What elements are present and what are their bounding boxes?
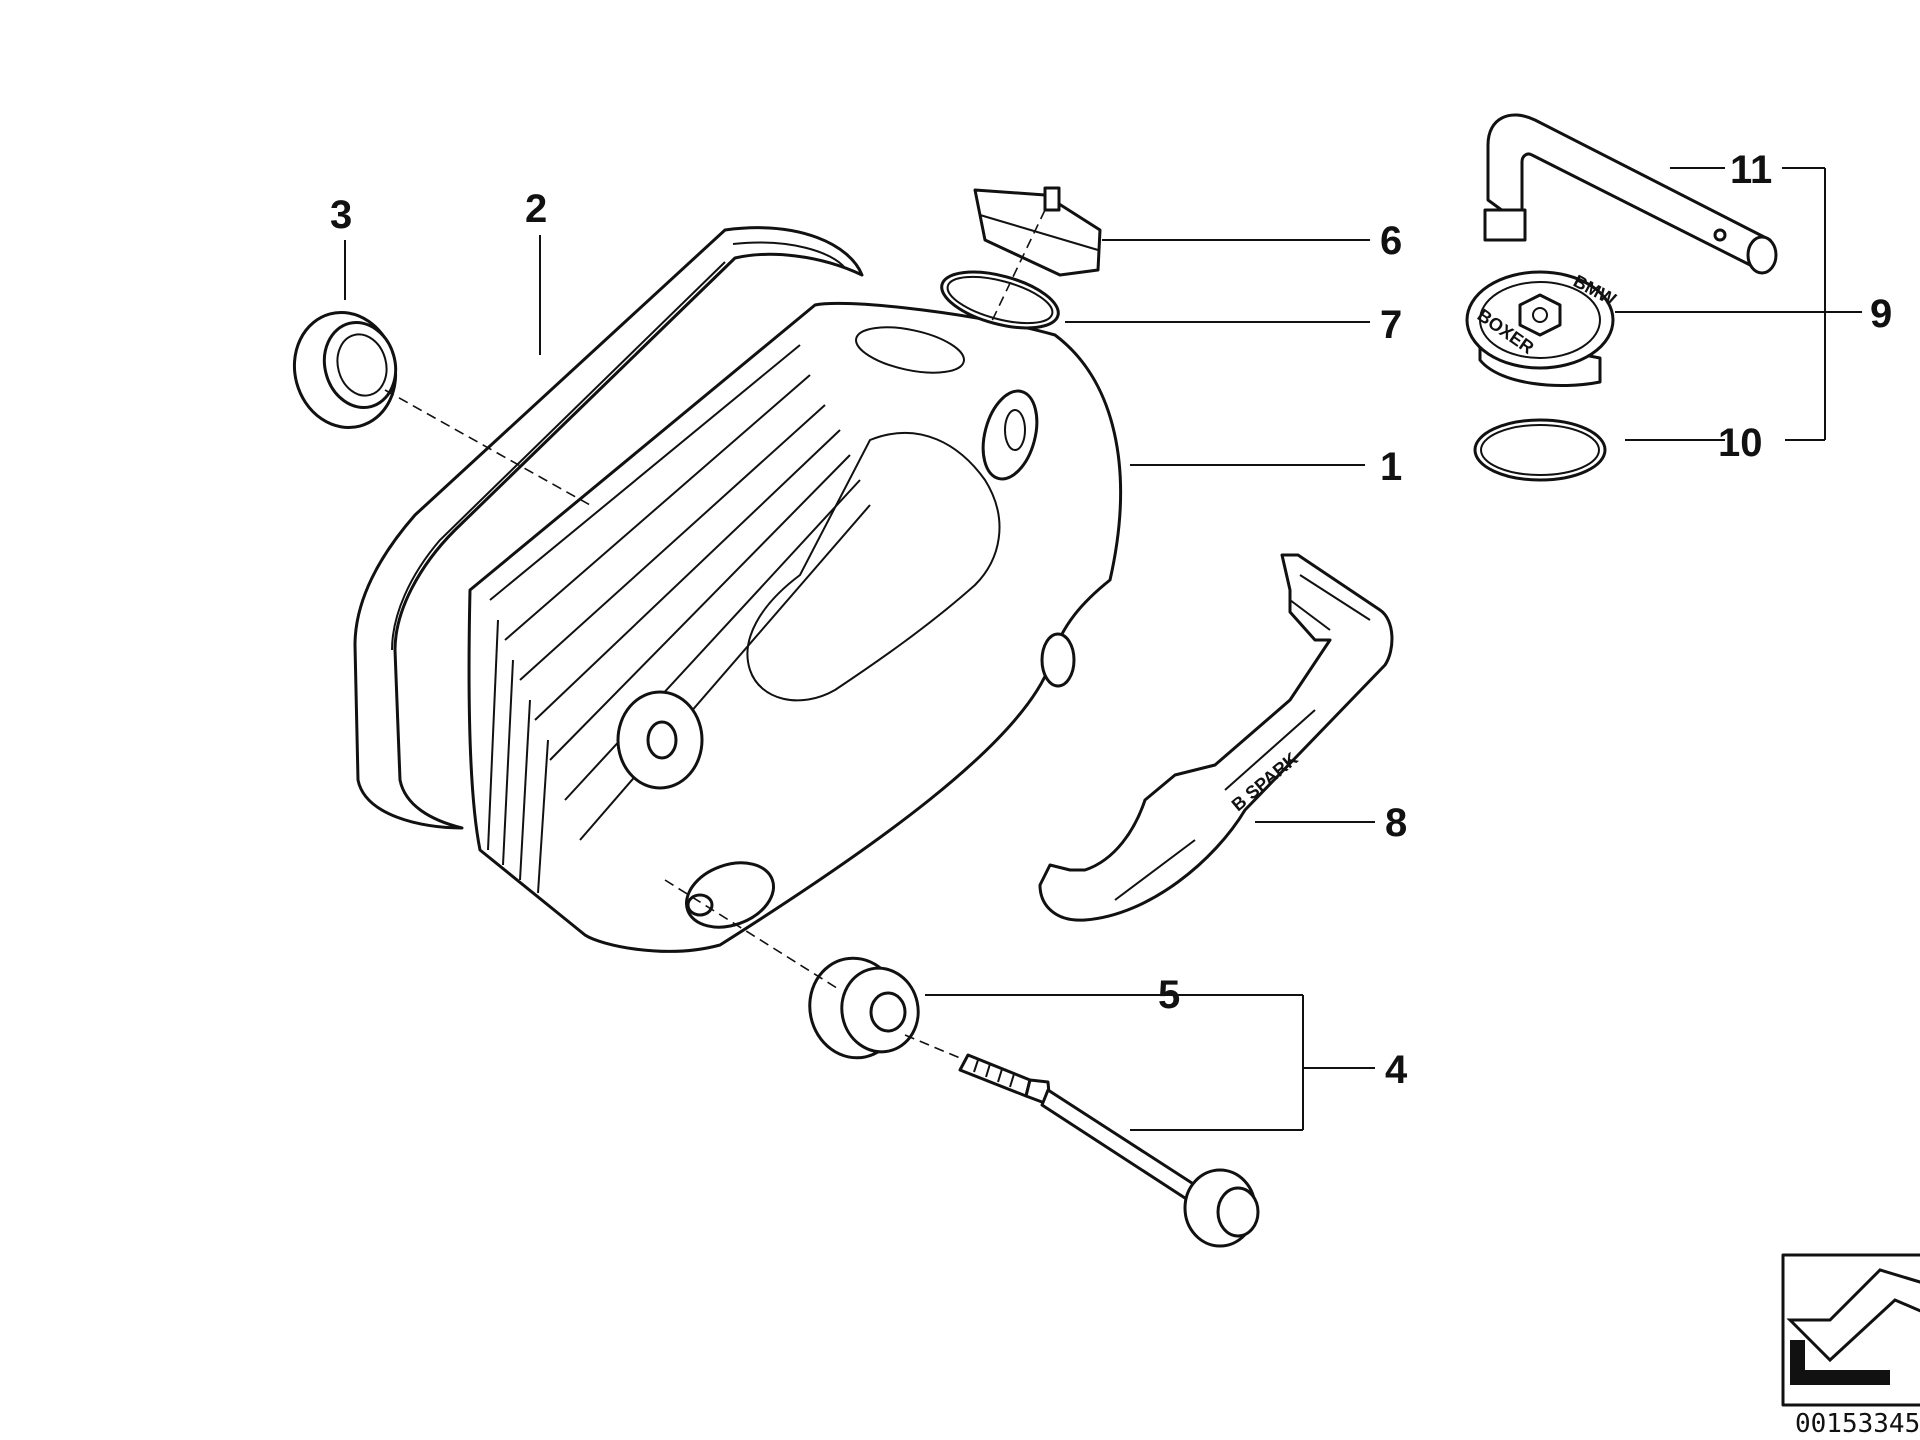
orientation-box	[1781, 1253, 1920, 1407]
callout-11: 11	[1730, 148, 1772, 192]
part-3-seal-ring	[292, 311, 398, 429]
callout-3: 3	[330, 193, 352, 237]
callout-10: 10	[1718, 421, 1763, 465]
callout-1: 1	[1380, 445, 1402, 489]
part-7-o-ring	[940, 270, 1060, 330]
callout-labels: 1 2 3 4 5 6 7 8 9 10 11	[330, 148, 1892, 1092]
orientation-arrow-icon	[1786, 1268, 1920, 1363]
part-1-cylinder-head-cover	[467, 301, 1123, 953]
orientation-base-icon	[1790, 1340, 1890, 1385]
callout-7: 7	[1380, 303, 1402, 347]
part-8-cover-plate: B SPARK	[1038, 553, 1394, 922]
leader-lines	[344, 167, 1862, 1131]
part-2-gasket	[353, 226, 864, 830]
part-6-oil-filler-cap	[973, 186, 1102, 277]
part-10-o-ring	[1473, 418, 1607, 482]
callout-4: 4	[1385, 1048, 1408, 1092]
part-9-plug: BMW BOXER	[1465, 270, 1619, 387]
callout-2: 2	[525, 187, 547, 231]
assembly-lines	[384, 209, 1046, 1059]
part-5-grommet	[808, 956, 920, 1060]
document-number: 00153345	[1795, 1409, 1920, 1439]
part-11-hex-key	[1483, 113, 1778, 275]
callout-8: 8	[1385, 801, 1407, 845]
callout-9: 9	[1870, 292, 1892, 336]
callout-5: 5	[1158, 973, 1180, 1017]
part-4-bolt	[958, 1053, 1260, 1248]
callout-6: 6	[1380, 219, 1402, 263]
